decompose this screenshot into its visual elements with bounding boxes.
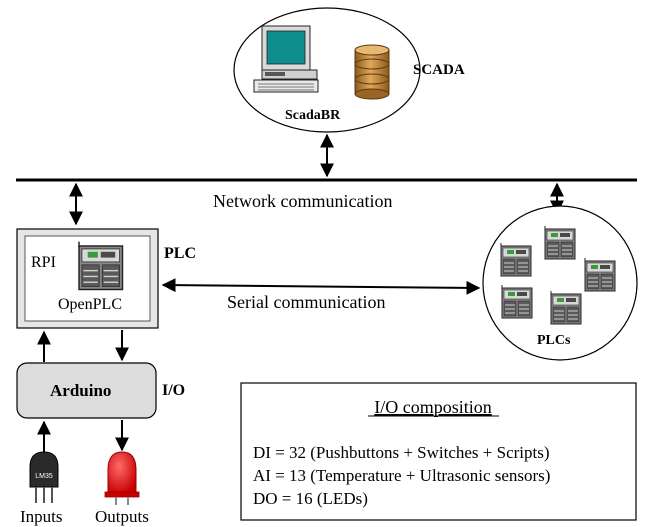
plc-module-icon bbox=[550, 290, 582, 325]
scada-label: SCADA bbox=[413, 62, 465, 78]
plc-module-icon bbox=[501, 284, 533, 319]
plcs-node: PLCs bbox=[482, 205, 638, 361]
arduino-label: Arduino bbox=[50, 381, 111, 400]
network-label: Network communication bbox=[213, 191, 392, 211]
plcs-circle bbox=[482, 205, 638, 361]
io-composition-line-di: DI = 32 (Pushbuttons + Switches + Script… bbox=[253, 443, 550, 462]
plc-node: RPI OpenPLC PLC bbox=[16, 228, 196, 329]
rpi-label: RPI bbox=[31, 254, 56, 271]
plc-module-icon bbox=[584, 257, 616, 292]
led-icon bbox=[104, 451, 140, 505]
plc-module-icon bbox=[500, 242, 532, 277]
io-composition-box bbox=[240, 382, 637, 521]
plc-module-icon bbox=[544, 225, 576, 260]
computer-icon bbox=[253, 25, 319, 93]
outputs-label: Outputs bbox=[95, 507, 149, 526]
scadabr-label: ScadaBR bbox=[285, 108, 341, 123]
plcs-label: PLCs bbox=[537, 333, 571, 348]
io-composition-line-ai: AI = 13 (Temperature + Ultrasonic sensor… bbox=[253, 466, 550, 485]
serial-arrow bbox=[161, 278, 481, 295]
serial-label: Serial communication bbox=[227, 292, 385, 312]
io-composition-line-do: DO = 16 (LEDs) bbox=[253, 489, 368, 508]
database-icon bbox=[354, 44, 390, 100]
scada-node: ScadaBR SCADA bbox=[233, 7, 465, 133]
lm35-marking: LM35 bbox=[35, 473, 53, 480]
io-composition-panel: I/O composition DI = 32 (Pushbuttons + S… bbox=[240, 382, 637, 521]
io-label: I/O bbox=[162, 382, 185, 399]
arduino-box bbox=[16, 362, 157, 419]
lm35-sensor-icon: LM35 bbox=[29, 451, 59, 503]
arduino-node: Arduino I/O bbox=[16, 362, 185, 419]
inputs-label: Inputs bbox=[20, 507, 63, 526]
io-composition-title: I/O composition bbox=[374, 397, 492, 417]
openplc-icon bbox=[78, 240, 124, 291]
plc-label: PLC bbox=[164, 245, 196, 262]
openplc-label: OpenPLC bbox=[58, 296, 122, 313]
